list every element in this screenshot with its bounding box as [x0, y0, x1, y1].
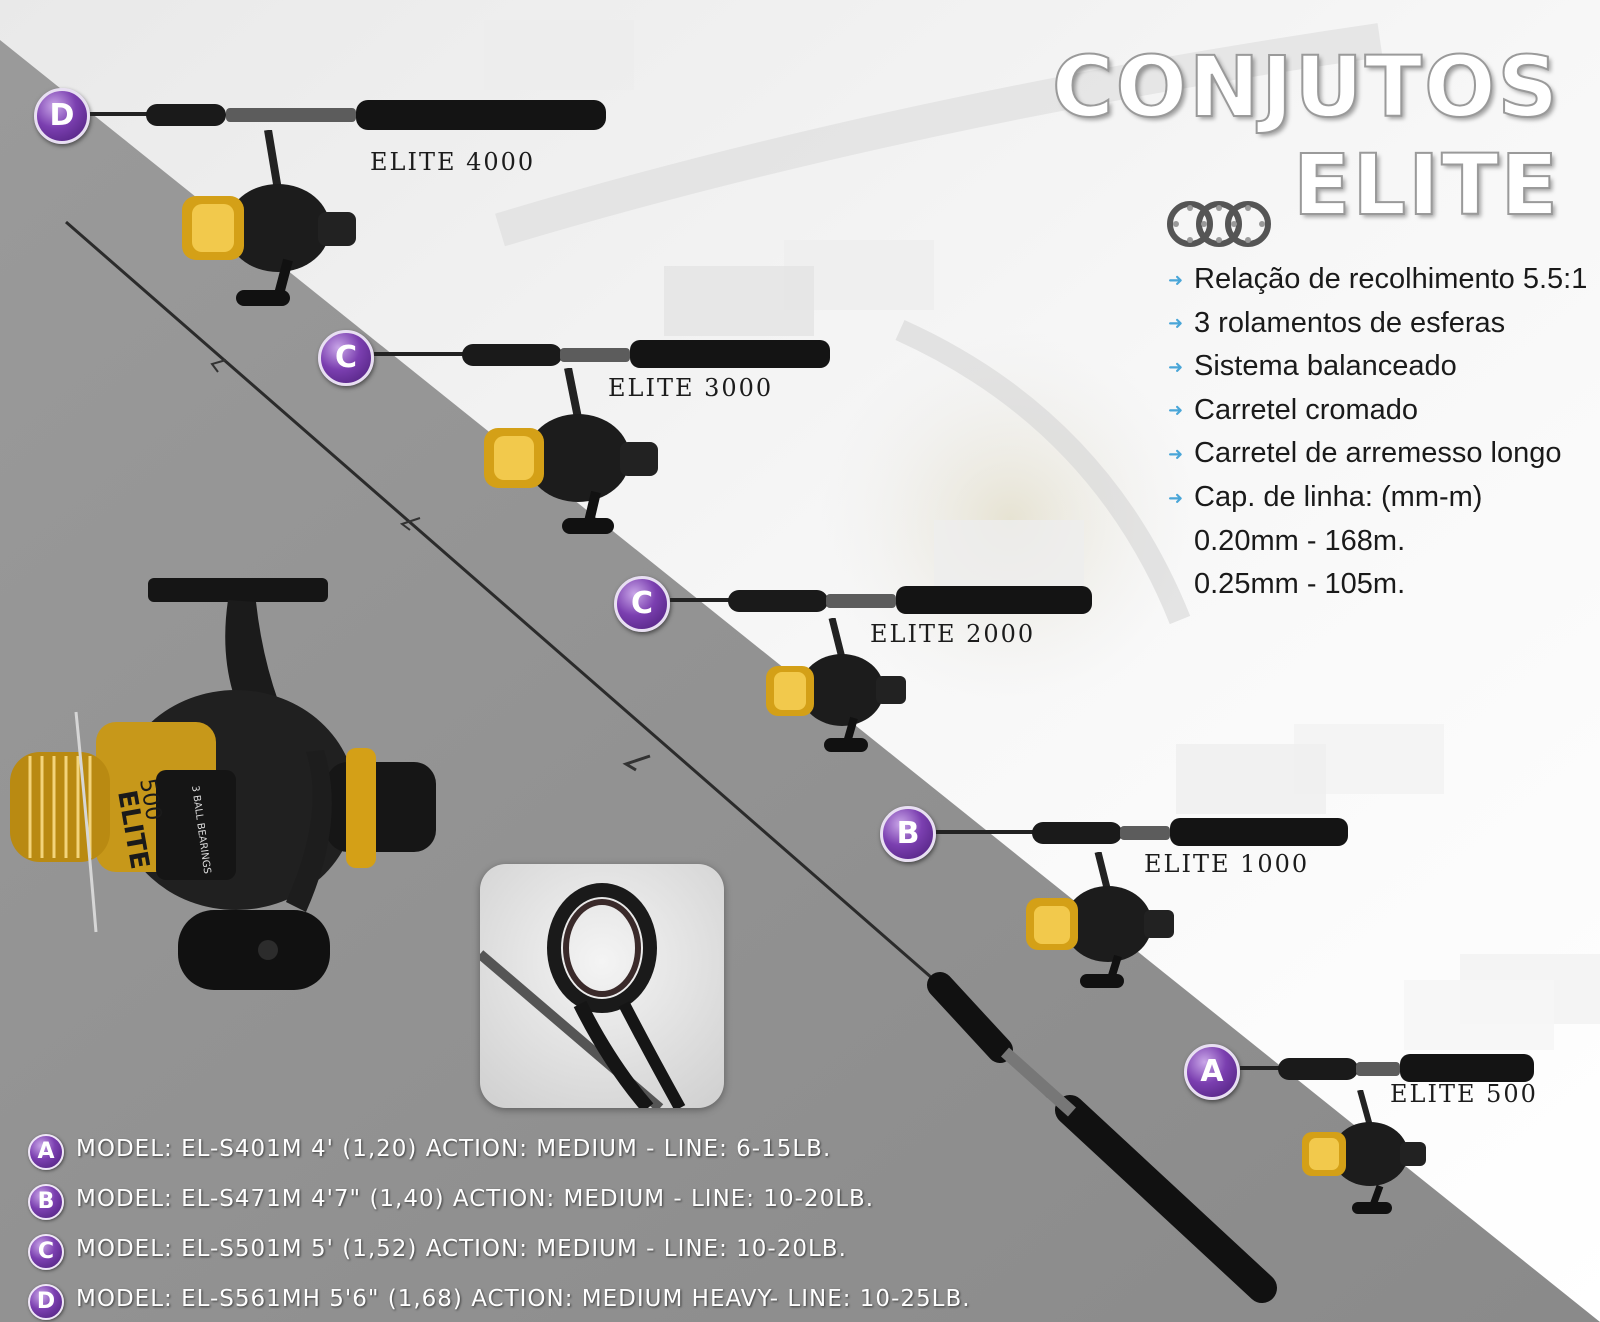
set-badge: D	[34, 88, 90, 144]
rod-guide-icon	[480, 883, 686, 1108]
rod-handle	[936, 818, 1348, 846]
feature-item: ➜ Sistema balanceado	[1168, 345, 1588, 389]
feature-text: Carretel cromado	[1194, 393, 1419, 426]
arrow-bullet-icon: ➜	[1168, 487, 1184, 508]
spinning-reel	[182, 130, 356, 306]
spec-text: MODEL: EL-S561MH 5'6" (1,68) ACTION: MED…	[76, 1286, 971, 1312]
rod-handle	[1240, 1054, 1534, 1082]
ball-bearings-icon	[1167, 201, 1271, 247]
spinning-reel	[1026, 852, 1174, 988]
rod-guide-closeup	[480, 864, 724, 1108]
spinning-reel-closeup: ELITE 500 3 BALL BEARINGS	[10, 578, 436, 990]
spec-text: MODEL: EL-S501M 5' (1,52) ACTION: MEDIUM…	[76, 1236, 847, 1262]
rod-handle	[90, 100, 606, 130]
feature-text: Carretel de arremesso longo	[1194, 437, 1562, 470]
spec-badge: D	[28, 1284, 64, 1320]
set-label: ELITE 500	[1390, 1080, 1538, 1108]
spec-text: MODEL: EL-S471M 4'7" (1,40) ACTION: MEDI…	[76, 1186, 875, 1212]
rod-handle	[374, 340, 830, 368]
arrow-bullet-icon: ➜	[1168, 356, 1184, 377]
line-capacity-value: 0.20mm - 168m.	[1194, 524, 1406, 557]
spinning-reel	[484, 368, 658, 534]
set-badge: B	[880, 806, 936, 862]
arrow-bullet-icon: ➜	[1168, 269, 1184, 290]
spec-badge: B	[28, 1184, 64, 1220]
feature-text: Relação de recolhimento 5.5:1	[1194, 263, 1588, 295]
feature-item: ➜ Cap. de linha: (mm-m)	[1168, 476, 1588, 520]
feature-item: ➜ Carretel de arremesso longo	[1168, 432, 1588, 476]
rod-handle	[670, 586, 1092, 614]
set-label: ELITE 1000	[1144, 850, 1310, 878]
feature-text: Sistema balanceado	[1194, 350, 1457, 383]
set-label: ELITE 4000	[370, 148, 536, 176]
feature-text: Cap. de linha: (mm-m)	[1194, 480, 1483, 513]
page-title: CONJUTOS ELITE	[1051, 37, 1560, 235]
set-badge: C	[318, 330, 374, 386]
spinning-reel	[1302, 1090, 1426, 1214]
set-badge: A	[1184, 1044, 1240, 1100]
feature-item: ➜ Relação de recolhimento 5.5:1	[1168, 258, 1588, 302]
arrow-bullet-icon: ➜	[1168, 313, 1184, 334]
set-label: ELITE 3000	[608, 374, 774, 402]
spec-badge: A	[28, 1134, 64, 1170]
feature-text: 3 rolamentos de esferas	[1194, 306, 1506, 339]
features-list: ➜ Relação de recolhimento 5.5:1 ➜ 3 rolame…	[1168, 258, 1588, 607]
set-label: ELITE 2000	[870, 620, 1036, 648]
feature-item: ➜ 3 rolamentos de esferas	[1168, 302, 1588, 346]
spec-badge: C	[28, 1234, 64, 1270]
feature-item: ➜ Carretel cromado	[1168, 389, 1588, 433]
arrow-bullet-icon: ➜	[1168, 400, 1184, 421]
arrow-bullet-icon: ➜	[1168, 443, 1184, 464]
line-capacity-value: 0.25mm - 105m.	[1194, 568, 1406, 601]
set-badge: C	[614, 576, 670, 632]
spinning-reel	[766, 618, 906, 752]
spec-text: MODEL: EL-S401M 4' (1,20) ACTION: MEDIUM…	[76, 1136, 832, 1162]
